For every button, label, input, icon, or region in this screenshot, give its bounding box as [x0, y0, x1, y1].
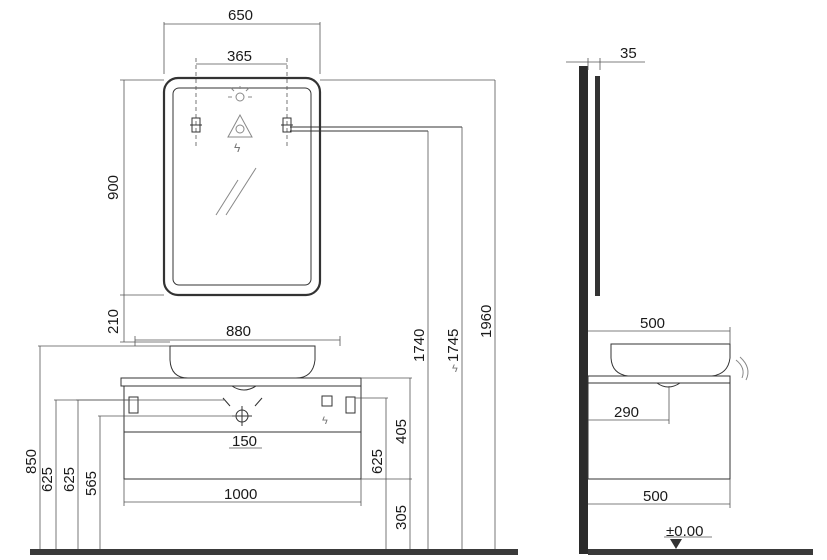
dim-basin-width: 880	[134, 323, 341, 346]
label-210: 210	[105, 309, 122, 334]
front-floor	[30, 549, 518, 555]
label-650: 650	[228, 7, 253, 24]
basin	[169, 345, 316, 391]
dim-mirror-depth: 35	[566, 45, 645, 70]
label-1000: 1000	[224, 486, 257, 503]
dim-mirror-gap: 210	[105, 295, 170, 343]
dim-height-850: 850	[23, 345, 170, 549]
label-305: 305	[393, 505, 410, 530]
dim-height-565: 565	[83, 415, 236, 549]
dim-switch-height: 1745 ϟ	[445, 127, 463, 549]
label-500-cabinet: 500	[643, 488, 668, 505]
dim-mirror-width: 650	[163, 7, 321, 74]
label-405: 405	[393, 419, 410, 444]
dim-drawer-height: 405	[361, 377, 412, 480]
label-500-basin: 500	[640, 315, 665, 332]
label-1745: 1745	[445, 329, 462, 362]
basin-side	[610, 343, 749, 381]
label-290: 290	[614, 404, 639, 421]
dim-cabinet-depth: 500	[588, 479, 731, 508]
waste-side	[656, 382, 681, 388]
front-view: ϟ ϟ	[23, 7, 518, 555]
label-floor-level: ±0.00	[666, 523, 703, 540]
label-1960: 1960	[478, 305, 495, 338]
dim-mirror-top-height: 1960	[478, 80, 496, 549]
dim-basin-depth: 500	[588, 315, 731, 344]
dim-fixing-spacing: 365	[196, 48, 287, 65]
label-35: 35	[620, 45, 637, 62]
label-565: 565	[83, 471, 100, 496]
waste-marker-left	[222, 397, 231, 407]
label-365: 365	[227, 48, 252, 65]
label-625-b: 625	[61, 467, 78, 492]
label-150: 150	[232, 433, 257, 450]
dim-socket-height: 1740	[411, 131, 429, 549]
level-arrow-icon	[670, 539, 682, 549]
label-625-right: 625	[369, 449, 386, 474]
svg-text:ϟ: ϟ	[234, 141, 241, 155]
mirror	[162, 76, 322, 297]
side-view: 35 500 290 500	[566, 45, 813, 555]
countertop-side	[587, 375, 731, 384]
side-floor	[588, 549, 813, 555]
vanity-cabinet: ϟ	[123, 385, 362, 480]
dim-waste-spacing: 150	[229, 433, 262, 450]
dim-cabinet-width: 1000	[123, 479, 362, 506]
dim-height-625-right: 625	[355, 397, 388, 549]
label-850: 850	[23, 449, 40, 474]
svg-text:ϟ: ϟ	[322, 415, 328, 427]
label-1740: 1740	[411, 329, 428, 362]
dim-mirror-height: 900	[105, 79, 164, 296]
countertop	[120, 377, 362, 387]
switch-symbol: ϟ	[452, 363, 458, 375]
cabinet-side	[587, 382, 731, 480]
dim-plinth-height: 305	[393, 479, 411, 549]
dim-height-625-b: 625	[61, 399, 225, 549]
label-880: 880	[226, 323, 251, 340]
label-900: 900	[105, 175, 122, 200]
dim-waste-offset: 290	[588, 386, 670, 424]
warning-triangle-icon: ϟ	[227, 113, 253, 155]
waste-marker-right	[254, 397, 263, 407]
wall	[579, 66, 588, 554]
label-625-a: 625	[39, 467, 56, 492]
mirror-fixing-right	[281, 58, 293, 148]
mirror-side	[595, 76, 600, 296]
mirror-fixing-left	[190, 58, 202, 148]
floor-level-marker: ±0.00	[664, 523, 712, 549]
light-sensor-icon	[228, 86, 252, 102]
